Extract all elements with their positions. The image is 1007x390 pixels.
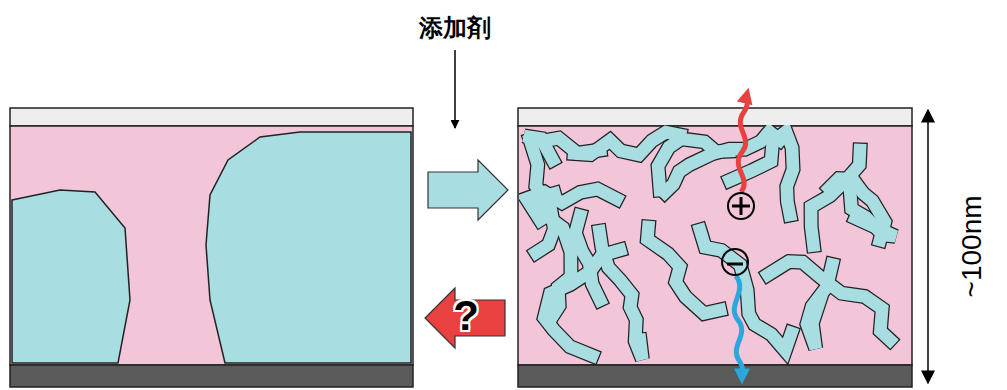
electron-symbol	[722, 249, 748, 275]
domain	[206, 132, 411, 363]
top-electrode	[518, 108, 912, 126]
domain	[850, 190, 895, 236]
hole-symbol	[728, 193, 754, 219]
active-layer	[518, 126, 912, 365]
domain	[647, 227, 720, 314]
question-mark: ?	[453, 293, 479, 339]
domain	[768, 262, 890, 340]
domain	[12, 190, 130, 363]
bottom-electrode	[518, 365, 912, 387]
top-electrode	[10, 108, 413, 126]
domain	[599, 231, 642, 359]
network	[524, 132, 895, 360]
dimension-arrow	[927, 110, 929, 383]
domain	[575, 216, 600, 300]
bottom-electrode	[10, 365, 413, 387]
domain	[533, 194, 571, 320]
plus-sign	[732, 197, 750, 215]
active-layer	[10, 126, 413, 365]
dimension-label: ~100nm	[957, 195, 988, 297]
fine-morphology	[518, 94, 912, 387]
reverse-arrow	[425, 288, 505, 348]
additive-arrow	[454, 50, 456, 128]
forward-arrow	[428, 160, 508, 220]
domain	[700, 230, 791, 351]
electron-path	[734, 276, 743, 378]
domain	[658, 139, 729, 190]
additive-label: 添加剤	[419, 15, 491, 41]
domain-outline	[700, 230, 791, 351]
coarse-morphology	[10, 108, 413, 387]
hole-path	[738, 94, 747, 192]
minus-sign	[727, 263, 743, 266]
